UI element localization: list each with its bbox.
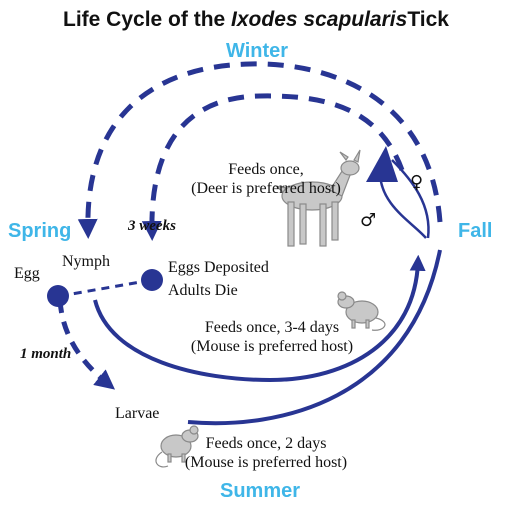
title-prefix: Life Cycle of the <box>63 8 232 31</box>
larvae-arc <box>187 249 442 426</box>
outer-dashed-arc <box>77 61 443 239</box>
stage-adults-die: Adults Die <box>168 282 238 299</box>
mouse-icon <box>155 425 199 468</box>
nymph-feeding-line2: (Mouse is preferred host) <box>190 338 354 355</box>
adult-feeding-line1: Feeds once, <box>228 161 304 178</box>
male-female-loop-right <box>391 159 430 239</box>
male-symbol: ♂ <box>360 210 377 231</box>
egg-node <box>47 285 69 307</box>
inner-dashed-arc <box>141 93 405 241</box>
stage-eggs-deposited: Eggs Deposited <box>168 259 269 276</box>
diagram-title: Life Cycle of the Ixodes scapularisTick <box>0 8 512 32</box>
stage-nymph: Nymph <box>62 253 110 270</box>
stage-larvae: Larvae <box>115 405 160 422</box>
larvae-feeding-note: Feeds once, 2 days (Mouse is preferred h… <box>166 434 366 472</box>
season-fall: Fall <box>458 220 493 242</box>
duration-three-weeks: 3 weeks <box>128 218 176 234</box>
nymph-feeding-note: Feeds once, 3-4 days (Mouse is preferred… <box>170 318 374 356</box>
nymph-feeding-line1: Feeds once, 3-4 days <box>204 319 340 336</box>
egg-link-dotted <box>59 278 153 298</box>
egg-to-larvae-dashed <box>57 299 116 390</box>
eggs-deposited-node <box>141 269 163 291</box>
larvae-feeding-line2: (Mouse is preferred host) <box>184 454 348 471</box>
stage-egg: Egg <box>14 265 40 282</box>
season-summer: Summer <box>220 480 301 502</box>
female-symbol: ♀ <box>410 172 424 193</box>
nymph-arc <box>93 254 426 383</box>
larvae-feeding-line1: Feeds once, 2 days <box>205 435 327 452</box>
duration-one-month: 1 month <box>20 346 72 362</box>
adult-feeding-note: Feeds once, (Deer is preferred host) <box>176 160 356 198</box>
season-winter: Winter <box>226 40 289 62</box>
deer-icon <box>273 149 361 247</box>
mouse-icon <box>337 291 386 331</box>
title-suffix: Tick <box>407 8 449 31</box>
title-species: Ixodes scapularis <box>231 8 408 31</box>
loop-arrowhead <box>366 146 398 182</box>
adult-feeding-line2: (Deer is preferred host) <box>191 180 341 197</box>
season-spring: Spring <box>8 220 72 242</box>
